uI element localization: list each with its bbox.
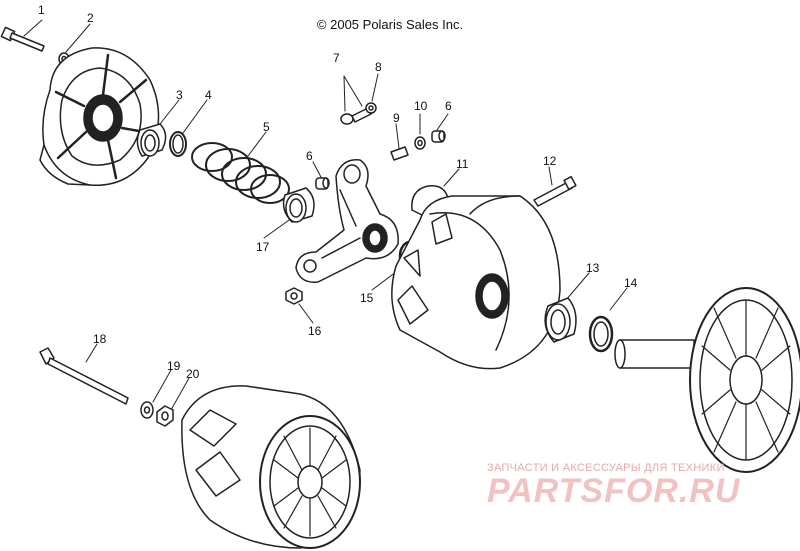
callout-6-left: 6 bbox=[306, 149, 313, 163]
callout-2: 2 bbox=[87, 11, 94, 25]
callout-14: 14 bbox=[624, 276, 638, 290]
callout-3: 3 bbox=[176, 88, 183, 102]
part-17-bushing bbox=[282, 187, 315, 223]
part-13-bushing bbox=[544, 297, 577, 343]
part-18-bolt bbox=[39, 347, 129, 405]
spider-cover bbox=[39, 47, 160, 187]
callout-20: 20 bbox=[186, 367, 200, 381]
part-6-roller-left bbox=[315, 177, 330, 190]
callout-8: 8 bbox=[375, 60, 382, 74]
fixed-sheave bbox=[614, 287, 800, 473]
moveable-sheave bbox=[391, 195, 561, 370]
callout-1: 1 bbox=[38, 3, 45, 17]
assembled-clutch bbox=[181, 385, 361, 549]
callout-9: 9 bbox=[393, 111, 400, 125]
callout-16: 16 bbox=[308, 324, 322, 338]
part-4-ring bbox=[169, 131, 187, 157]
callout-11: 11 bbox=[456, 157, 469, 171]
callout-4: 4 bbox=[205, 88, 212, 102]
callout-6-top: 6 bbox=[445, 99, 452, 113]
callout-5: 5 bbox=[263, 120, 270, 134]
callout-17: 17 bbox=[256, 240, 270, 254]
part-1-bolt bbox=[0, 26, 45, 52]
part-20-nut bbox=[156, 405, 174, 427]
watermark-logo: PARTSFOR.RU bbox=[487, 472, 741, 510]
callout-10: 10 bbox=[414, 99, 428, 113]
copyright-notice: © 2005 Polaris Sales Inc. bbox=[316, 17, 464, 32]
callout-18: 18 bbox=[93, 332, 107, 346]
callout-15: 15 bbox=[360, 291, 374, 305]
part-10-washer bbox=[414, 136, 426, 150]
part-3-bushing bbox=[136, 123, 167, 157]
part-19-washer bbox=[140, 401, 154, 419]
part-14-ring bbox=[588, 315, 614, 353]
watermark-tagline: ЗАПЧАСТИ И АКСЕССУАРЫ ДЛЯ ТЕХНИКИ bbox=[487, 462, 725, 474]
part-9-pin bbox=[390, 146, 409, 161]
roller-arm bbox=[295, 159, 399, 283]
callout-12: 12 bbox=[543, 154, 557, 168]
callout-13: 13 bbox=[586, 261, 600, 275]
part-16-nut bbox=[285, 287, 303, 305]
callout-19: 19 bbox=[167, 359, 181, 373]
part-12-bolt bbox=[533, 175, 577, 207]
callout-7: 7 bbox=[333, 51, 340, 65]
part-6-roller-top bbox=[431, 130, 446, 143]
part-7-8-pins bbox=[340, 102, 377, 125]
leader-lines bbox=[23, 19, 628, 411]
part-5-spring bbox=[191, 142, 290, 204]
